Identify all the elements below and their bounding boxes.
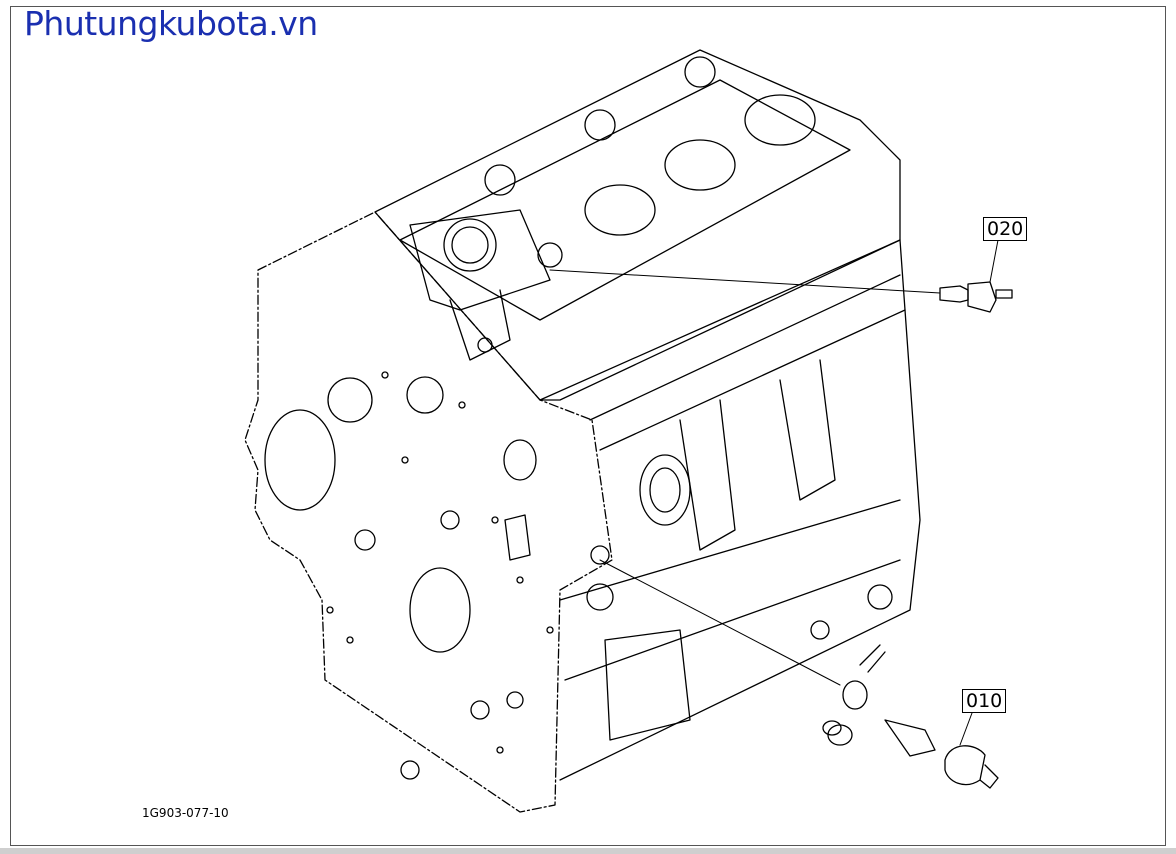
block-side (539, 239, 921, 781)
temperature-sensor-020 (549, 239, 1013, 313)
diagram-frame (10, 6, 1166, 846)
bottom-scrollbar (0, 848, 1176, 854)
front-plate (244, 211, 613, 813)
callout-020: 020 (983, 217, 1028, 241)
figure-id: 1G903-077-10 (142, 806, 229, 820)
callout-010: 010 (962, 689, 1007, 713)
oil-pressure-switch-010 (599, 559, 999, 789)
cylinder-head (374, 49, 901, 401)
watermark-text: Phutungkubota.vn (24, 4, 318, 43)
